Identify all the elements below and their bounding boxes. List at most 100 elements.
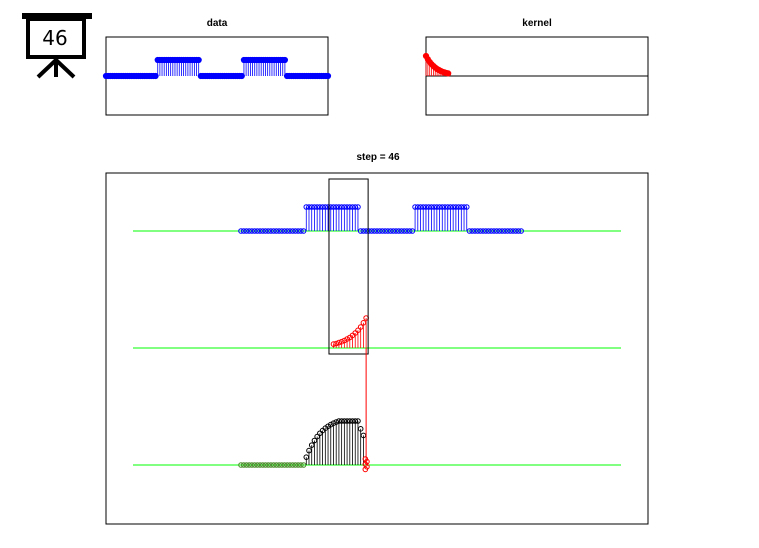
step-data-stem	[515, 228, 522, 234]
step-data-stem	[450, 204, 456, 231]
step-result-stem	[243, 462, 250, 468]
step-data-stem	[319, 204, 326, 231]
step-data-stem	[461, 204, 467, 231]
step-data-stem	[455, 204, 462, 231]
step-result-stem	[268, 462, 274, 468]
step-data-stem	[276, 228, 282, 234]
step-result-stem	[330, 420, 337, 465]
step-result-stem	[303, 454, 310, 465]
step-data-stem	[270, 228, 277, 234]
step-kernel-stem	[330, 341, 337, 348]
step-result-stem	[292, 462, 299, 468]
step-data-stem	[284, 228, 291, 234]
step-result-stem	[249, 462, 255, 468]
step-data-stem	[349, 204, 356, 231]
step-data-stem	[292, 228, 299, 234]
step-data-stem	[338, 204, 345, 231]
step-data-stem	[409, 228, 416, 234]
step-data-stem	[371, 228, 378, 234]
step-data-stem	[268, 228, 274, 234]
step-data-stem	[374, 228, 380, 234]
step-data-stem	[347, 204, 353, 231]
step-data-stem	[472, 228, 478, 234]
step-data-stem	[330, 204, 337, 231]
step-data-stem	[251, 228, 258, 234]
step-result-stem	[270, 462, 277, 468]
step-result-stem	[344, 418, 350, 465]
step-result-stem	[284, 462, 291, 468]
step-data-stem	[273, 228, 280, 234]
step-data-stem	[404, 228, 410, 234]
step-data-stem	[314, 204, 320, 231]
step-result-stem	[281, 462, 288, 468]
step-data-stem	[355, 204, 361, 231]
step-data-stem	[406, 228, 413, 234]
step-result-stem	[265, 462, 272, 468]
step-result-stem	[298, 462, 304, 468]
step-result-stem	[251, 462, 258, 468]
step-result-stem	[306, 447, 312, 465]
step-data-stem	[458, 204, 465, 231]
step-data-stem	[257, 228, 263, 234]
step-data-stem	[341, 204, 348, 231]
step-result-stem	[254, 462, 261, 468]
step-data-stem	[447, 204, 454, 231]
step-result-stem	[287, 462, 293, 468]
step-data-stem	[281, 228, 288, 234]
step-data-stem	[483, 228, 489, 234]
step-data-stem	[311, 204, 318, 231]
step-data-stem	[385, 228, 391, 234]
step-data-stem	[289, 228, 296, 234]
step-data-stem	[512, 228, 519, 234]
step-data-stem	[504, 228, 511, 234]
step-result-stem	[259, 462, 266, 468]
step-data-stem	[325, 204, 331, 231]
step-data-stem	[496, 228, 503, 234]
step-data-stem	[395, 228, 402, 234]
step-data-stem	[379, 228, 386, 234]
step-data-stem	[434, 204, 440, 231]
data-stem	[238, 72, 245, 80]
step-data-stem	[423, 204, 429, 231]
kernel-window	[328, 178, 369, 355]
data-stem	[281, 56, 288, 76]
data-stem	[152, 72, 159, 80]
step-data-stem	[390, 228, 397, 234]
step-result-stem	[338, 418, 345, 465]
kernel-axes: kernel	[422, 18, 649, 116]
step-data-stem	[466, 228, 473, 234]
step-result-stem	[308, 442, 315, 465]
step-result-stem	[341, 418, 348, 465]
step-data-stem	[376, 228, 383, 234]
step-data-stem	[300, 228, 307, 234]
step-data-stem	[333, 204, 340, 231]
step-data-stem	[485, 228, 492, 234]
step-data-stem	[298, 228, 304, 234]
step-result-stem	[246, 462, 252, 468]
step-data-stem	[428, 204, 435, 231]
step-data-stem	[387, 228, 394, 234]
step-result-stem	[289, 462, 296, 468]
current-step-marker	[362, 466, 369, 473]
data-stem	[195, 56, 202, 76]
step-badge-number: 46	[42, 26, 67, 50]
step-data-stem	[357, 228, 364, 234]
step-data-stem	[417, 204, 424, 231]
step-data-stem	[259, 228, 266, 234]
step-result-stem	[327, 421, 334, 465]
step-data-stem	[279, 228, 285, 234]
step-result-stem	[349, 418, 356, 465]
step-data-stem	[474, 228, 481, 234]
step-data-stem	[442, 204, 448, 231]
step-data-stem	[415, 204, 421, 231]
step-stem-plot	[133, 178, 621, 473]
step-result-stem	[347, 418, 353, 465]
step-data-stem	[444, 204, 451, 231]
step-data-stem	[488, 228, 495, 234]
step-result-stem	[238, 462, 244, 468]
step-data-stem	[507, 228, 514, 234]
step-data-stem	[398, 228, 405, 234]
step-result-stem	[311, 437, 318, 465]
step-data-stem	[317, 204, 323, 231]
step-result-stem	[262, 462, 269, 468]
